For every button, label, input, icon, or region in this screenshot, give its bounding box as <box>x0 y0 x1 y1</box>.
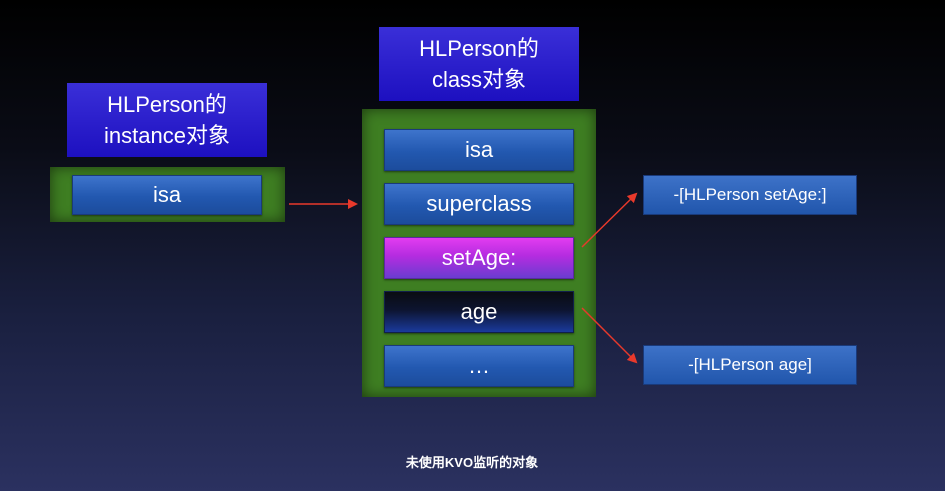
setage-method-box: -[HLPerson setAge:] <box>643 175 857 215</box>
class-superclass-cell: superclass <box>384 183 574 225</box>
instance-object-container: isa <box>50 167 285 222</box>
instance-title-line1: HLPerson的 <box>107 92 227 117</box>
class-ellipsis-cell: … <box>384 345 574 387</box>
instance-object-title: HLPerson的 instance对象 <box>67 83 267 157</box>
diagram-caption: 未使用KVO监听的对象 <box>405 455 539 470</box>
class-object-title: HLPerson的 class对象 <box>379 27 579 101</box>
class-age-cell: age <box>384 291 574 333</box>
class-object-container: isa superclass setAge: age … <box>362 109 596 397</box>
instance-isa-cell: isa <box>72 175 262 215</box>
instance-title-line2: instance对象 <box>104 123 230 148</box>
age-to-method-arrow <box>581 307 638 364</box>
class-isa-cell: isa <box>384 129 574 171</box>
class-title-line1: HLPerson的 <box>419 36 539 61</box>
class-title-line2: class对象 <box>431 67 527 92</box>
setage-to-method-arrow <box>581 192 638 248</box>
age-method-box: -[HLPerson age] <box>643 345 857 385</box>
class-setage-cell: setAge: <box>384 237 574 279</box>
